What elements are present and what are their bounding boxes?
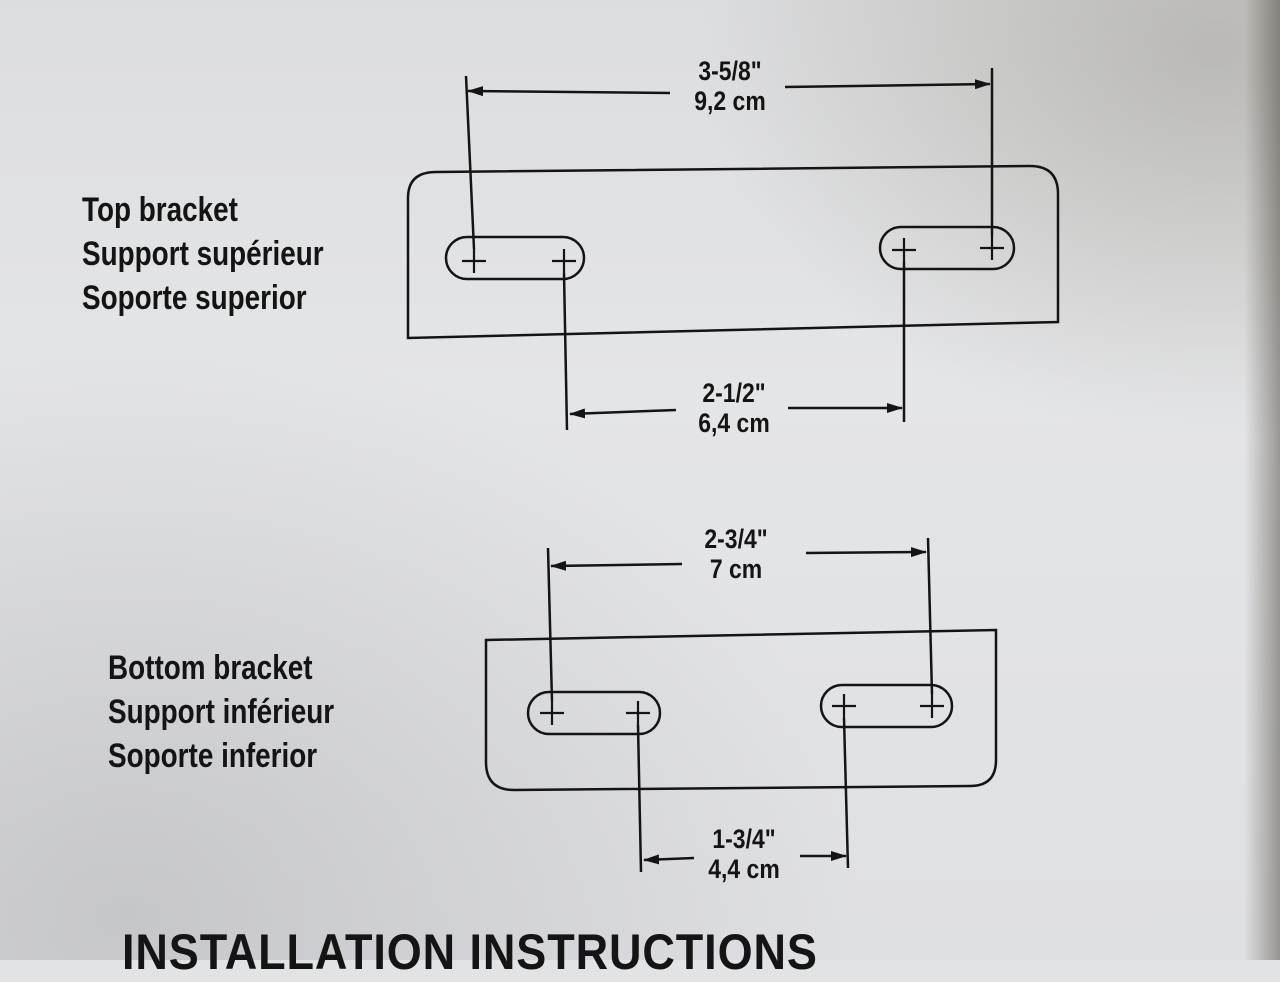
- top-bracket-hole-marks: [462, 236, 1004, 273]
- top-inner-extension-left: [562, 272, 569, 431]
- bottom-inner-extension-left: [636, 724, 643, 873]
- top-bracket-label-fr: Support supérieur: [82, 235, 324, 273]
- bottom-outer-dimension-imperial: 2-3/4": [704, 524, 768, 554]
- installation-instructions-heading: INSTALLATION INSTRUCTIONS: [122, 924, 818, 980]
- bottom-inner-dimension-metric: 4,4 cm: [708, 854, 780, 884]
- top-inner-arrow-left: [569, 408, 677, 419]
- bottom-inner-arrow-left: [643, 854, 695, 865]
- bottom-outer-extension-right: [926, 537, 934, 695]
- top-outer-extension-left: [464, 75, 476, 250]
- top-bracket-label-en: Top bracket: [82, 191, 238, 229]
- top-bracket-slot-left: [444, 235, 586, 281]
- bottom-bracket-label-en: Bottom bracket: [108, 649, 313, 687]
- top-bracket-slot-right: [878, 225, 1016, 271]
- bottom-bracket-slot-left: [526, 690, 662, 736]
- top-inner-dimension: 2-1/2" 6,4 cm: [675, 378, 794, 438]
- bottom-inner-dimension: 1-3/4" 4,4 cm: [685, 824, 804, 884]
- top-outer-arrow-left: [467, 86, 671, 97]
- bottom-outer-dimension: 2-3/4" 7 cm: [677, 524, 796, 584]
- bottom-inner-dimension-imperial: 1-3/4": [712, 824, 776, 854]
- bottom-bracket-slot-right: [819, 683, 954, 729]
- top-outer-dimension: 3-5/8" 9,2 cm: [671, 56, 790, 116]
- bracket-diagram: [406, 68, 1060, 873]
- top-bracket-labels: Top bracket Support supérieur Soporte su…: [82, 188, 324, 320]
- top-inner-dimension-imperial: 2-1/2": [702, 378, 766, 408]
- bottom-bracket-labels: Bottom bracket Support inférieur Soporte…: [108, 646, 334, 778]
- bottom-bracket-label-fr: Support inférieur: [108, 693, 335, 731]
- bottom-outer-arrow-right: [805, 547, 927, 558]
- top-outer-dimension-imperial: 3-5/8": [698, 56, 762, 86]
- top-outer-arrow-right: [784, 79, 991, 90]
- bottom-inner-extension-right: [842, 717, 850, 869]
- bottom-outer-arrow-left: [550, 560, 683, 571]
- bottom-bracket-label-es: Soporte inferior: [108, 737, 318, 775]
- box-edge-shadow: [1244, 0, 1280, 960]
- top-bracket-label-es: Soporte superior: [82, 279, 307, 317]
- top-bracket-outline: [406, 164, 1060, 340]
- bottom-outer-extension-left: [546, 547, 554, 702]
- bottom-bracket-outline: [484, 628, 998, 792]
- top-outer-dimension-metric: 9,2 cm: [694, 86, 766, 116]
- bottom-outer-dimension-metric: 7 cm: [709, 554, 763, 584]
- top-inner-dimension-metric: 6,4 cm: [698, 408, 770, 438]
- bottom-bracket-hole-marks: [540, 694, 944, 725]
